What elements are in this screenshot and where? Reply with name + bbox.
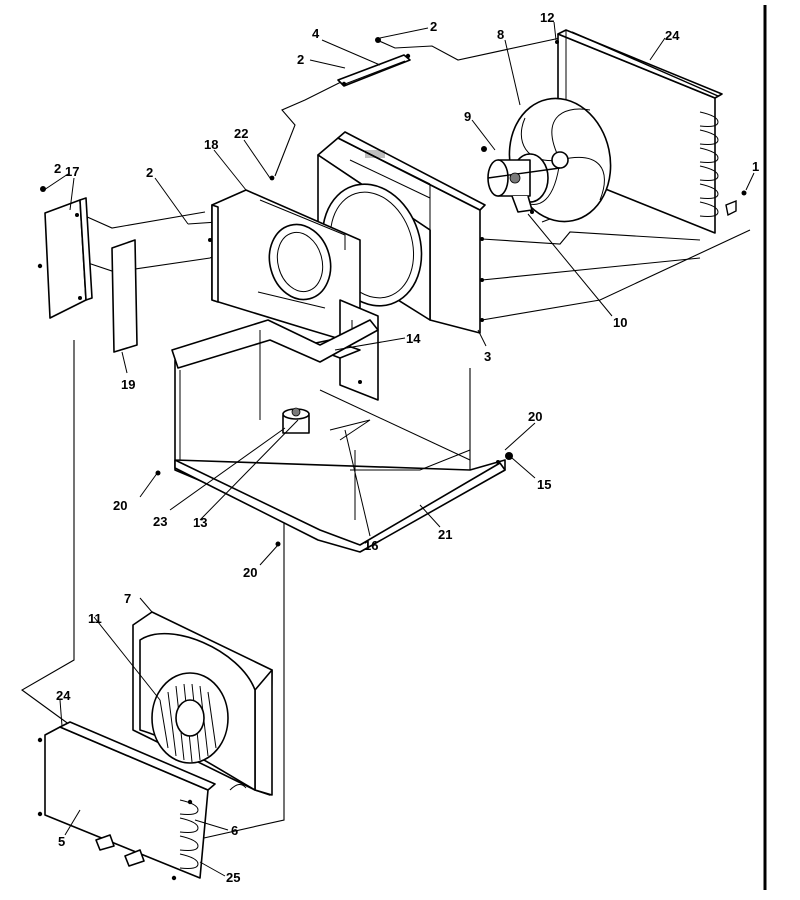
fan-motor [481, 146, 561, 214]
partition-panel-17 [37, 186, 93, 319]
callout-21: 21 [438, 527, 452, 542]
callout-18: 18 [204, 137, 218, 152]
evaporator-coil [37, 721, 247, 881]
top-rail-part-4 [337, 37, 411, 87]
callout-9: 9 [464, 109, 471, 124]
callout-23: 23 [153, 514, 167, 529]
callout-14: 14 [406, 331, 421, 346]
callout-labels: 2 4 2 12 24 8 9 1 22 18 2 17 2 10 14 3 1… [54, 10, 759, 885]
callout-20-left: 20 [113, 498, 127, 513]
callout-24-bottom: 24 [56, 688, 71, 703]
callout-24-top: 24 [665, 28, 680, 43]
filter-strip-19 [111, 239, 138, 353]
callout-8: 8 [497, 27, 504, 42]
callout-5: 5 [58, 834, 65, 849]
callout-13: 13 [193, 515, 207, 530]
callout-11: 11 [88, 611, 102, 626]
callout-2-rail: 2 [297, 52, 304, 67]
callout-25: 25 [226, 870, 240, 885]
callout-19: 19 [121, 377, 135, 392]
callout-4: 4 [312, 26, 320, 41]
callout-2-mid: 2 [54, 161, 61, 176]
shroud-housing [317, 131, 486, 334]
callout-15: 15 [537, 477, 551, 492]
callout-20-bottom: 20 [243, 565, 257, 580]
callout-17: 17 [65, 164, 79, 179]
base-pan [155, 319, 506, 553]
callout-22: 22 [234, 126, 248, 141]
callout-10: 10 [613, 315, 627, 330]
callout-leader-lines [43, 21, 755, 877]
blower-scroll [132, 611, 273, 796]
callout-7: 7 [124, 591, 131, 606]
callout-2-top: 2 [430, 19, 437, 34]
callout-12: 12 [540, 10, 554, 25]
callout-3: 3 [484, 349, 491, 364]
callout-1: 1 [752, 159, 759, 174]
thermostat-part-13 [282, 407, 513, 460]
callout-20-right: 20 [528, 409, 542, 424]
callout-6: 6 [231, 823, 238, 838]
callout-16: 16 [364, 538, 378, 553]
callout-2-left: 2 [146, 165, 153, 180]
